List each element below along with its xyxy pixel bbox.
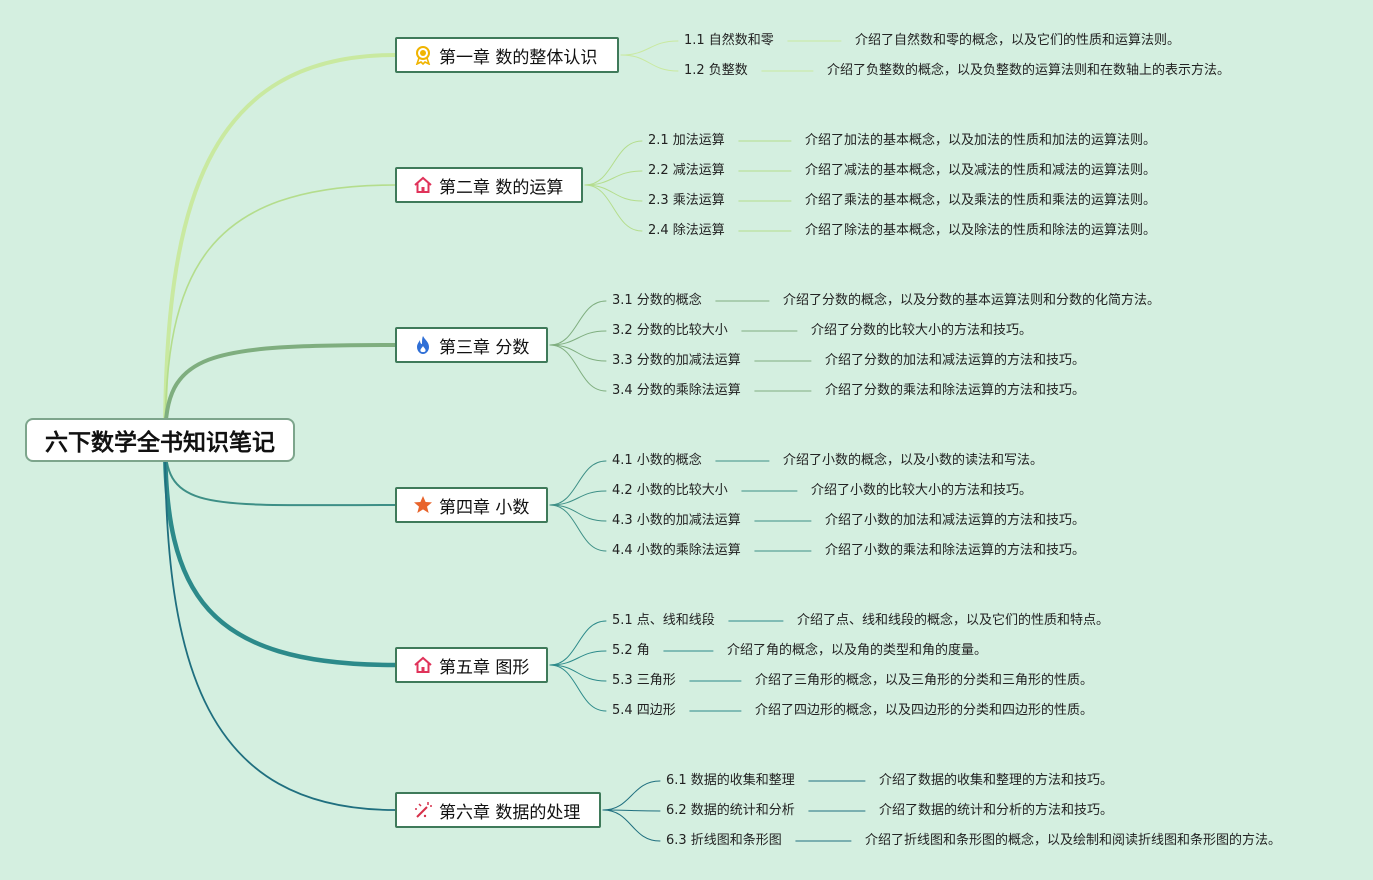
chapter-title: 第一章 数的整体认识: [439, 47, 598, 68]
section-connector: [549, 664, 607, 682]
chapter-5-node[interactable]: 第五章 图形: [395, 647, 548, 683]
section-description[interactable]: 介绍了自然数和零的概念，以及它们的性质和运算法则。: [855, 33, 1181, 48]
chapter-title: 第二章 数的运算: [439, 177, 564, 198]
section-label[interactable]: 4.3 小数的加减法运算: [612, 513, 741, 528]
chapter-title: 第六章 数据的处理: [439, 802, 581, 823]
section-label[interactable]: 3.3 分数的加减法运算: [612, 353, 741, 368]
section-label[interactable]: 5.1 点、线和线段: [612, 613, 715, 628]
section-connector: [549, 300, 607, 346]
award-ribbon-icon: [413, 45, 433, 65]
section-description[interactable]: 介绍了分数的概念，以及分数的基本运算法则和分数的化简方法。: [783, 293, 1161, 308]
section-description[interactable]: 介绍了除法的基本概念，以及除法的性质和除法的运算法则。: [805, 223, 1157, 238]
chapter-6-node[interactable]: 第六章 数据的处理: [395, 792, 601, 828]
chapter-title: 第四章 小数: [439, 497, 530, 518]
section-description[interactable]: 介绍了乘法的基本概念，以及乘法的性质和乘法的运算法则。: [805, 193, 1157, 208]
section-connector: [584, 184, 643, 202]
section-description[interactable]: 介绍了四边形的概念，以及四边形的分类和四边形的性质。: [755, 703, 1094, 718]
section-connector: [584, 184, 643, 232]
section-label[interactable]: 6.3 折线图和条形图: [666, 833, 782, 848]
section-description[interactable]: 介绍了三角形的概念，以及三角形的分类和三角形的性质。: [755, 673, 1094, 688]
section-connector: [602, 809, 661, 812]
branch-connector: [164, 184, 396, 441]
section-description[interactable]: 介绍了减法的基本概念，以及减法的性质和减法的运算法则。: [805, 163, 1157, 178]
section-description[interactable]: 介绍了小数的加法和减法运算的方法和技巧。: [825, 513, 1086, 528]
section-description[interactable]: 介绍了角的概念，以及角的类型和角的度量。: [727, 643, 988, 658]
section-description[interactable]: 介绍了小数的乘法和除法运算的方法和技巧。: [825, 543, 1086, 558]
magic-wand-icon: [413, 800, 433, 820]
section-connector: [620, 40, 679, 56]
branch-connector: [164, 439, 396, 811]
section-label[interactable]: 5.2 角: [612, 643, 650, 658]
section-label[interactable]: 4.1 小数的概念: [612, 453, 702, 468]
section-connector: [549, 664, 607, 712]
section-connector: [620, 54, 679, 72]
section-label[interactable]: 3.4 分数的乘除法运算: [612, 383, 741, 398]
chapter-title: 第三章 分数: [439, 337, 530, 358]
section-label[interactable]: 4.4 小数的乘除法运算: [612, 543, 741, 558]
section-connector: [549, 344, 607, 392]
branch-connector: [162, 437, 398, 668]
chapter-1-node[interactable]: 第一章 数的整体认识: [395, 37, 619, 73]
section-description[interactable]: 介绍了小数的概念，以及小数的读法和写法。: [783, 453, 1044, 468]
section-connector: [602, 780, 661, 811]
chapter-4-node[interactable]: 第四章 小数: [395, 487, 548, 523]
section-description[interactable]: 介绍了数据的收集和整理的方法和技巧。: [879, 773, 1114, 788]
section-connector: [549, 330, 607, 346]
house-icon: [413, 655, 433, 675]
section-label[interactable]: 3.2 分数的比较大小: [612, 323, 728, 338]
section-connector: [549, 504, 607, 522]
section-connector: [584, 140, 643, 186]
chapter-2-node[interactable]: 第二章 数的运算: [395, 167, 583, 203]
section-label[interactable]: 6.2 数据的统计和分析: [666, 803, 795, 818]
section-connector: [549, 460, 607, 506]
section-description[interactable]: 介绍了加法的基本概念，以及加法的性质和加法的运算法则。: [805, 133, 1157, 148]
section-label[interactable]: 6.1 数据的收集和整理: [666, 773, 795, 788]
section-description[interactable]: 介绍了数据的统计和分析的方法和技巧。: [879, 803, 1114, 818]
section-label[interactable]: 2.1 加法运算: [648, 133, 725, 148]
section-label[interactable]: 1.2 负整数: [684, 63, 748, 78]
section-connector: [549, 490, 607, 506]
section-label[interactable]: 3.1 分数的概念: [612, 293, 702, 308]
section-connector: [549, 620, 607, 666]
section-connector: [602, 809, 661, 842]
section-label[interactable]: 2.4 除法运算: [648, 223, 725, 238]
section-connector: [549, 504, 607, 552]
section-description[interactable]: 介绍了负整数的概念，以及负整数的运算法则和在数轴上的表示方法。: [827, 63, 1231, 78]
section-connector: [549, 344, 607, 362]
section-description[interactable]: 介绍了分数的加法和减法运算的方法和技巧。: [825, 353, 1086, 368]
section-label[interactable]: 1.1 自然数和零: [684, 33, 774, 48]
section-label[interactable]: 5.3 三角形: [612, 673, 676, 688]
section-label[interactable]: 5.4 四边形: [612, 703, 676, 718]
section-label[interactable]: 2.3 乘法运算: [648, 193, 725, 208]
section-description[interactable]: 介绍了小数的比较大小的方法和技巧。: [811, 483, 1033, 498]
chapter-3-node[interactable]: 第三章 分数: [395, 327, 548, 363]
section-label[interactable]: 4.2 小数的比较大小: [612, 483, 728, 498]
section-description[interactable]: 介绍了分数的比较大小的方法和技巧。: [811, 323, 1033, 338]
star-icon: [413, 495, 433, 515]
section-description[interactable]: 介绍了折线图和条形图的概念，以及绘制和阅读折线图和条形图的方法。: [865, 833, 1282, 848]
branch-connector: [163, 343, 397, 442]
section-description[interactable]: 介绍了点、线和线段的概念，以及它们的性质和特点。: [797, 613, 1110, 628]
section-description[interactable]: 介绍了分数的乘法和除法运算的方法和技巧。: [825, 383, 1086, 398]
root-topic[interactable]: 六下数学全书知识笔记: [25, 418, 295, 462]
section-connector: [584, 170, 643, 186]
chapter-title: 第五章 图形: [439, 657, 530, 678]
branch-connector: [163, 53, 397, 442]
root-title: 六下数学全书知识笔记: [45, 430, 275, 456]
house-icon: [413, 175, 433, 195]
flame-icon: [413, 335, 433, 355]
section-label[interactable]: 2.2 减法运算: [648, 163, 725, 178]
section-connector: [549, 650, 607, 666]
